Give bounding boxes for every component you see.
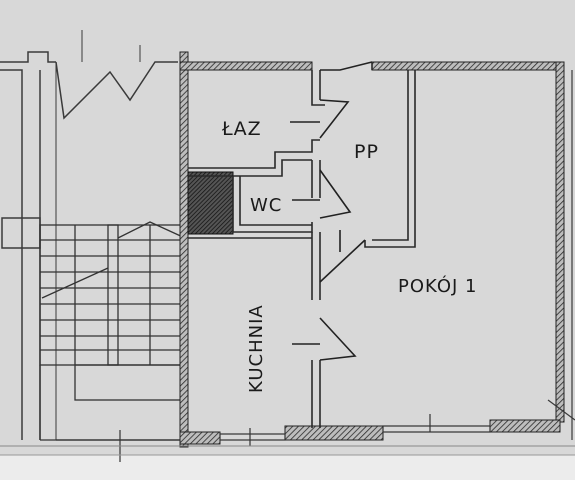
doors <box>290 61 373 361</box>
label-room-1: POKÓJ 1 <box>398 275 478 297</box>
walls <box>179 51 565 448</box>
label-hallway: PP <box>354 141 379 163</box>
label-toilet: WC <box>250 195 282 216</box>
label-bathroom: ŁAZ <box>221 118 262 140</box>
windows <box>0 414 575 462</box>
paper-bottom-margin <box>0 455 575 480</box>
interior-walls <box>188 62 416 428</box>
label-kitchen: KUCHNIA <box>246 304 267 393</box>
right-edge <box>547 70 575 440</box>
